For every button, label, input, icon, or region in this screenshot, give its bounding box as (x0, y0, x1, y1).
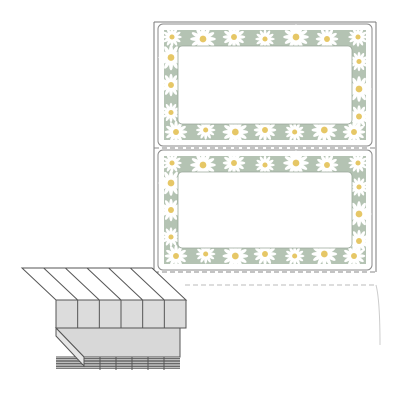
label-liner-sheet (153, 21, 381, 346)
fanfold-column-divider (64, 267, 100, 301)
label-top (157, 23, 373, 147)
label-bottom (157, 149, 373, 271)
label-blank-area (177, 171, 353, 249)
label-blank-area (177, 45, 353, 125)
fanfold-column-divider (129, 267, 165, 301)
fanfold-stack-icon (20, 267, 188, 370)
fanfold-column-divider (108, 267, 144, 301)
fanfold-column-divider (43, 267, 79, 301)
fanfold-column-divider (86, 267, 122, 301)
